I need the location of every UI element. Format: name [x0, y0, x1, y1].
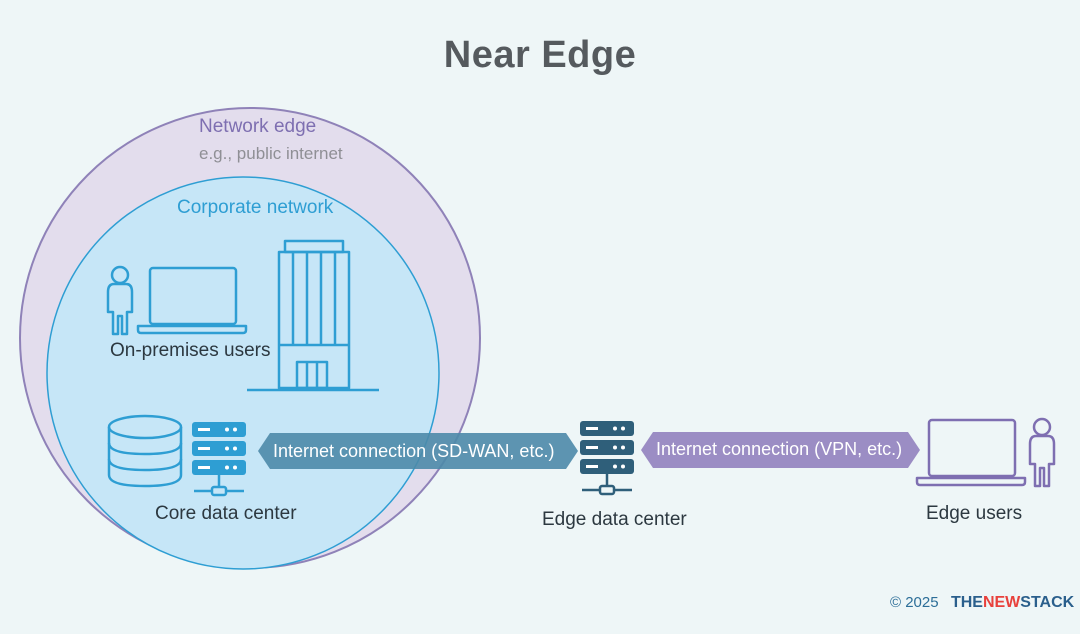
core-server-icon	[192, 422, 246, 497]
on-premises-laptop-icon	[136, 266, 248, 335]
edge-data-center-label: Edge data center	[542, 509, 687, 530]
edge-users-person-icon	[1028, 417, 1056, 488]
footer-credit: © 2025 THENEWSTACK	[890, 595, 1074, 611]
on-premises-person-icon	[106, 265, 134, 336]
brand-the: THE	[950, 594, 983, 611]
corporate-network-label: Corporate network	[177, 197, 334, 218]
brand-stack: STACK	[1020, 594, 1075, 611]
sd-wan-arrow	[258, 433, 578, 469]
vpn-connection-label: Internet connection (VPN, etc.)	[656, 439, 903, 459]
office-building-icon	[247, 239, 379, 392]
page-title: Near Edge	[443, 34, 637, 76]
on-premises-users-label: On-premises users	[110, 340, 271, 361]
brand-new: NEW	[982, 594, 1021, 611]
sd-wan-connection-label: Internet connection (SD-WAN, etc.)	[273, 441, 555, 461]
edge-server-icon	[580, 421, 634, 496]
vpn-arrow	[641, 432, 920, 468]
database-icon	[107, 414, 183, 488]
edge-users-label: Edge users	[926, 503, 1023, 524]
core-data-center-label: Core data center	[155, 503, 297, 524]
brand-logo: THENEWSTACK	[951, 594, 1074, 611]
edge-users-laptop-icon	[915, 418, 1027, 487]
copyright-text: © 2025	[890, 594, 939, 611]
network-edge-sublabel: e.g., public internet	[199, 144, 343, 163]
network-edge-label: Network edge	[199, 116, 317, 137]
